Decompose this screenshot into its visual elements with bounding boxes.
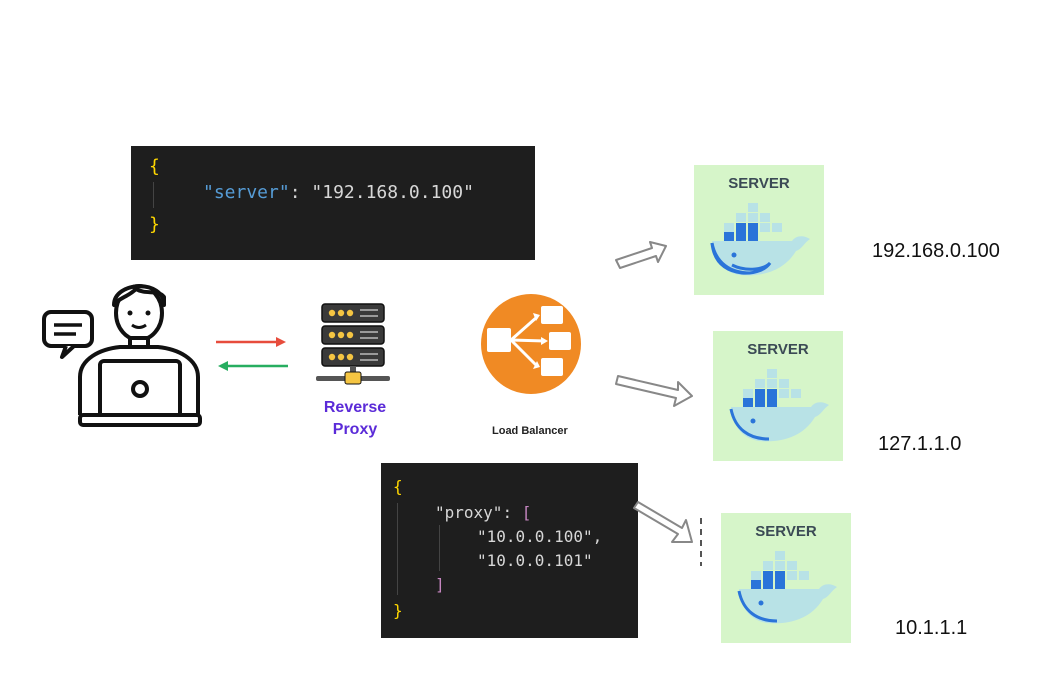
- code-line-server: "server": "192.168.0.100": [203, 180, 474, 206]
- reverse-proxy-label-line2: Proxy: [332, 421, 378, 438]
- server-code-snippet: { "server": "192.168.0.100" }: [131, 146, 535, 260]
- docker-whale-icon: [710, 203, 810, 276]
- arrow-to-server-1: [615, 241, 667, 269]
- load-balancer-label: Load Balancer: [492, 425, 568, 437]
- server-label: SERVER: [728, 175, 790, 192]
- arrow-to-server-2: [615, 375, 693, 407]
- response-arrow: [218, 361, 288, 371]
- server-ip-1: 192.168.0.100: [872, 240, 1000, 262]
- code-open-brace: {: [393, 477, 403, 496]
- arrow-to-server-3: [633, 501, 693, 543]
- code-proxy-item-2: "10.0.0.101": [477, 551, 593, 570]
- code-proxy-item-1: "10.0.0.100",: [477, 527, 603, 546]
- code-indent-guide: [153, 182, 154, 208]
- code-bracket-close: ]: [435, 575, 445, 594]
- server-label: SERVER: [747, 341, 809, 358]
- reverse-proxy-label-line1: Reverse: [323, 399, 387, 416]
- code-key-proxy: "proxy": [435, 503, 503, 522]
- code-bracket-open: [: [521, 503, 532, 522]
- server-ip-3: 10.1.1.1: [895, 617, 968, 639]
- chat-bubble-icon: [42, 310, 94, 359]
- docker-whale-icon: [729, 369, 829, 442]
- request-arrow: [216, 337, 286, 347]
- server-box-1: SERVER: [694, 165, 824, 295]
- code-open-brace: {: [149, 156, 160, 177]
- server-label: SERVER: [755, 523, 817, 540]
- server-rack-icon: [316, 303, 390, 385]
- code-colon: :: [289, 182, 312, 203]
- user-with-laptop-icon: [42, 284, 202, 427]
- request-response-arrows: [216, 337, 288, 371]
- code-close-brace: }: [393, 601, 403, 620]
- code-line-proxy: "proxy": [: [435, 501, 531, 525]
- code-indent-guide: [439, 525, 440, 571]
- proxy-code-snippet: { "proxy": [ "10.0.0.100", "10.0.0.101" …: [381, 463, 638, 638]
- routing-arrows: [615, 241, 702, 566]
- code-indent-guide: [397, 503, 398, 595]
- server-ip-2: 127.1.1.0: [878, 433, 962, 455]
- code-value-server: "192.168.0.100": [311, 182, 474, 203]
- code-key-server: "server": [203, 182, 290, 203]
- code-colon: :: [502, 503, 522, 522]
- reverse-proxy-label: Reverse Proxy: [305, 397, 405, 441]
- server-box-3: SERVER: [721, 513, 851, 643]
- docker-whale-icon: [737, 551, 837, 624]
- code-close-brace: }: [149, 214, 160, 235]
- server-box-2: SERVER: [713, 331, 843, 461]
- load-balancer-icon: [481, 294, 581, 394]
